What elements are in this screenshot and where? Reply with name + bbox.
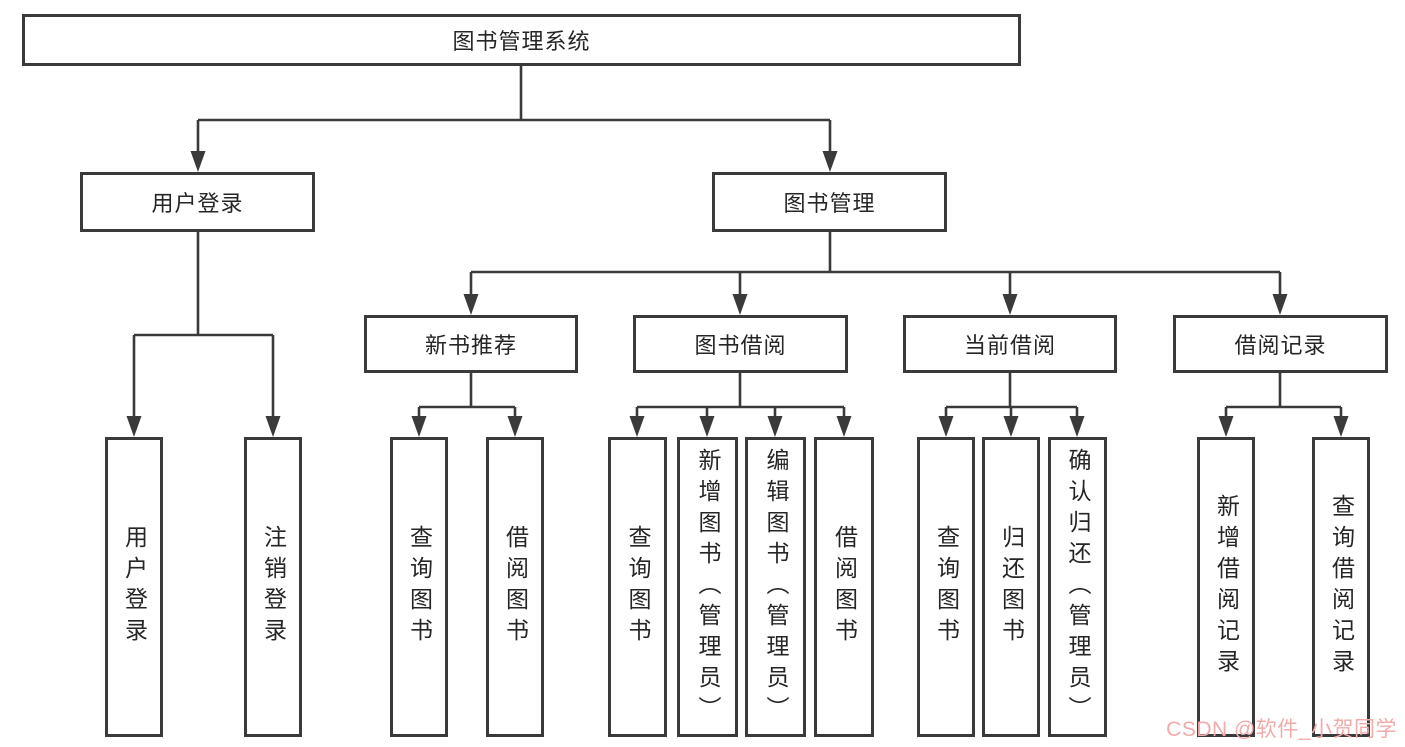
- leaf-user-login: 用户登录: [105, 437, 163, 737]
- node-current-borrow: 当前借阅: [903, 315, 1117, 373]
- leaf-current-query-book: 查询图书: [917, 437, 975, 737]
- leaf-query-borrow-record: 查询借阅记录: [1312, 437, 1370, 737]
- leaf-recommend-borrow-book: 借阅图书: [486, 437, 544, 737]
- node-book-management: 图书管理: [712, 172, 947, 232]
- node-library-management-system: 图书管理系统: [22, 14, 1021, 66]
- leaf-return-book: 归还图书: [982, 437, 1040, 737]
- node-user-login: 用户登录: [80, 172, 315, 232]
- leaf-add-book-admin: 新增图书（管理员）: [677, 437, 738, 737]
- leaf-edit-book-admin: 编辑图书（管理员）: [745, 437, 806, 737]
- leaf-recommend-query-book: 查询图书: [390, 437, 448, 737]
- leaf-confirm-return-admin: 确认归还（管理员）: [1048, 437, 1107, 737]
- node-borrow-record: 借阅记录: [1173, 315, 1388, 373]
- leaf-logout: 注销登录: [244, 437, 302, 737]
- leaf-borrow-query-book: 查询图书: [608, 437, 667, 737]
- csdn-watermark: CSDN @软件_小贺同学: [1166, 718, 1397, 741]
- leaf-add-borrow-record: 新增借阅记录: [1197, 437, 1255, 737]
- node-new-book-recommend: 新书推荐: [364, 315, 578, 373]
- node-book-borrow: 图书借阅: [633, 315, 848, 373]
- leaf-borrow-book: 借阅图书: [814, 437, 874, 737]
